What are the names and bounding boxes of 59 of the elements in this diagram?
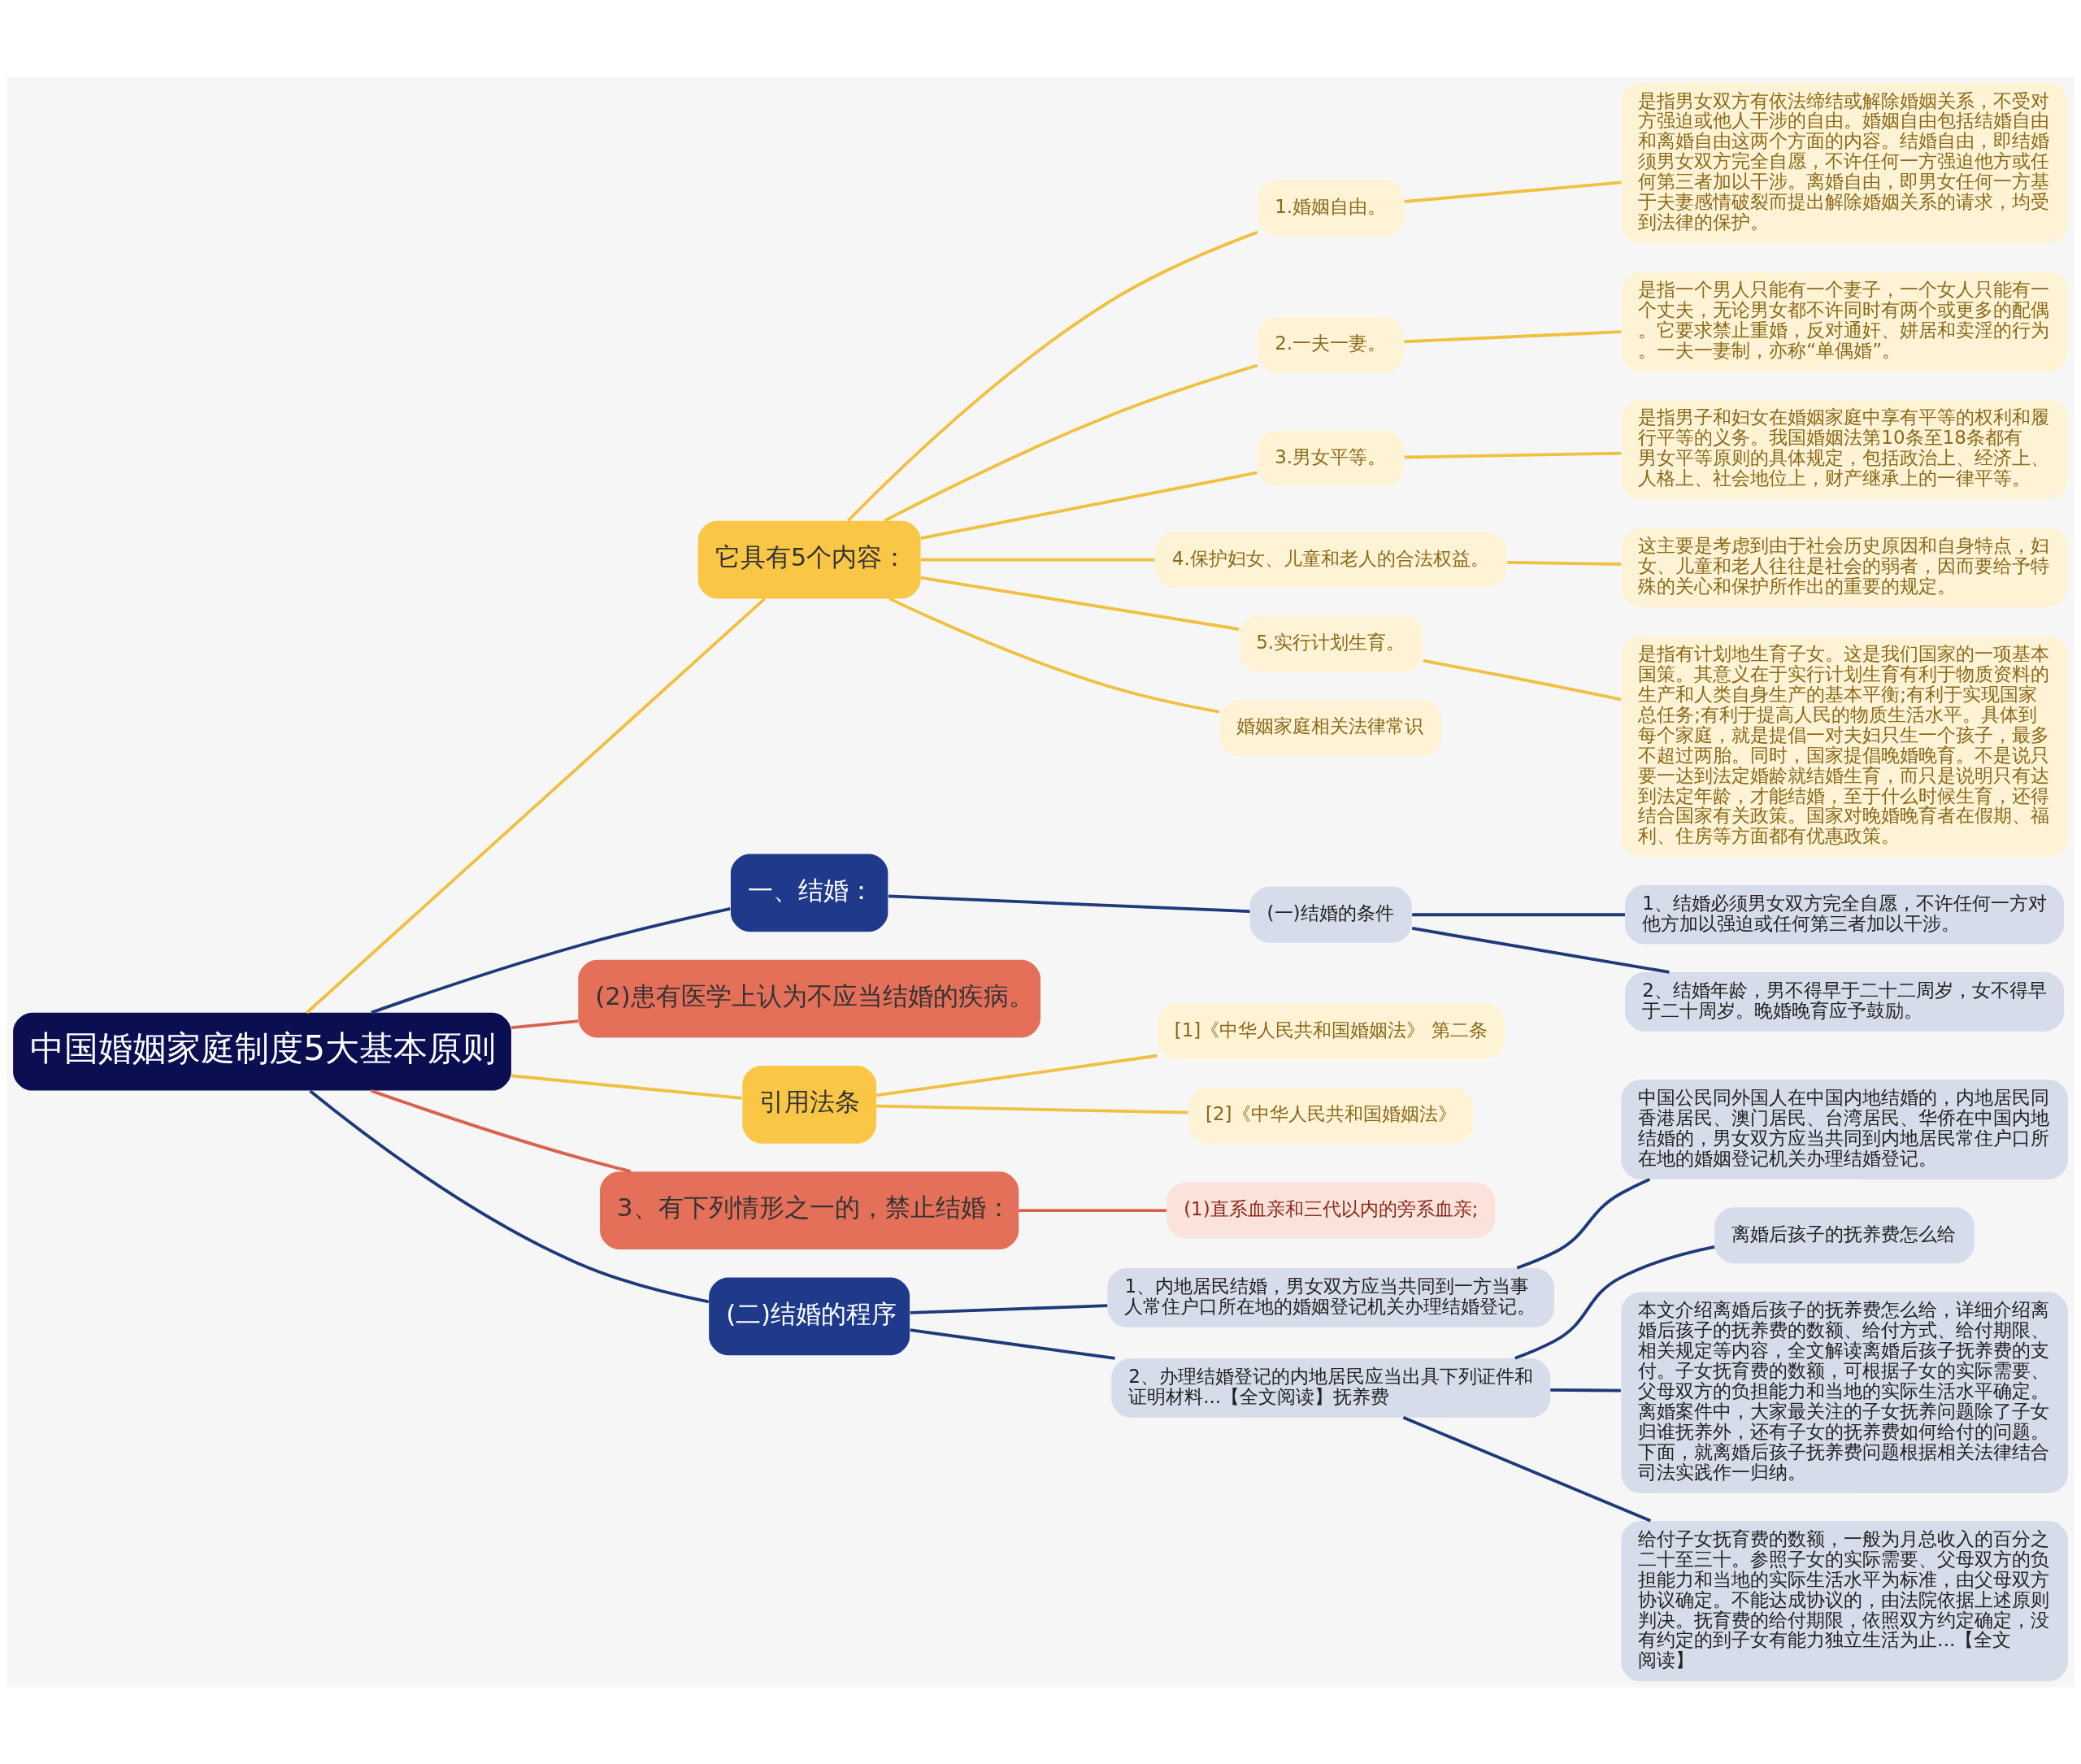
node-box: 婚姻家庭相关法律常识 xyxy=(1219,699,1443,756)
node-box: 是指一个男人只能有一个妻子，一个女人只能有一个丈夫，无论男女都不许同时有两个或更多的配偶。它要求禁止重婚，反对通奸、姘居和卖淫的行为。一夫一妻制，亦称“单偶婚”。 xyxy=(1621,272,2068,371)
node-box: 它具有5个内容： xyxy=(697,520,921,599)
connector xyxy=(1550,1388,1621,1393)
node-box: 一、结婚： xyxy=(730,854,888,932)
node-box: [2]《中华人民共和国婚姻法》 xyxy=(1188,1087,1474,1144)
connector xyxy=(306,597,766,1015)
node-box: 是指男女双方有依法缔结或解除婚姻关系，不受对方强迫或他人干涉的自由。婚姻自由包括结婚自由和离婚自由这两个方面的内容。结婚自由，即结婚须男女双方完全自愿，不许任何一方强迫他方或任何第三者加以干涉。离婚自由，即男女任何一方基于夫妻感情破裂而提出解除婚姻关系的请求，均受到法律的保护。 xyxy=(1621,82,2068,243)
node-box: (一)结婚的条件 xyxy=(1249,886,1412,943)
connector xyxy=(920,576,1240,631)
connector xyxy=(309,1089,710,1304)
node-box: 2、结婚年龄，男不得早于二十二周岁，女不得早于二十周岁。晚婚晚育应予鼓励。 xyxy=(1625,972,2065,1032)
node-box: 5.实行计划生育。 xyxy=(1239,615,1423,672)
node-box: 1.婚姻自由。 xyxy=(1258,180,1405,237)
connector xyxy=(1423,658,1622,702)
connector xyxy=(371,1089,632,1173)
node-box: 离婚后孩子的抚养费怎么给 xyxy=(1714,1207,1975,1264)
node-box: 1、内地居民结婚，男女双方应当共同到一方当事人常住户口所在地的婚姻登记机关办理结婚登记。 xyxy=(1107,1267,1554,1327)
connector xyxy=(876,1104,1188,1114)
node-box: 3、有下列情形之一的，禁止结婚： xyxy=(600,1171,1019,1249)
node-box: 3.男女平等。 xyxy=(1258,430,1405,487)
connector xyxy=(1019,1209,1166,1212)
node-box: 中国公民同外国人在中国内地结婚的，内地居民同香港居民、澳门居民、台湾居民、华侨在中国内地结婚的，男女双方应当共同到内地居民常住户口所在地的婚姻登记机关办理结婚登记。 xyxy=(1621,1080,2068,1180)
node-box: (1)直系血亲和三代以内的旁系血亲; xyxy=(1166,1182,1496,1239)
connector xyxy=(1411,927,1670,974)
node-box: (2)患有医学上认为不应当结婚的疾病。 xyxy=(578,959,1040,1038)
connector xyxy=(888,597,1220,714)
connector xyxy=(1412,913,1625,917)
node-box: [1]《中华人民共和国婚姻法》 第二条 xyxy=(1157,1003,1505,1060)
connector xyxy=(884,363,1258,523)
connector xyxy=(1507,560,1621,566)
connector xyxy=(1514,1245,1715,1360)
connector xyxy=(876,1054,1158,1097)
node-box: 2.一夫一妻。 xyxy=(1258,316,1405,373)
node-box: 引用法条 xyxy=(742,1065,876,1144)
connector xyxy=(910,1328,1115,1360)
connector xyxy=(1404,330,1622,344)
node-box: 2、办理结婚登记的内地居民应当出具下列证件和证明材料...【全文阅读】抚养费 xyxy=(1111,1358,1551,1418)
connector xyxy=(910,1304,1108,1314)
connector xyxy=(846,230,1258,522)
connector xyxy=(1404,180,1622,203)
connector xyxy=(1404,451,1622,459)
node-box: 是指有计划地生育子女。这是我们国家的一项基本国策。其意义在于实行计划生育有利于物质资料的生产和人类自身生产的基本平衡;有利于实现国家总任务;有利于提高人民的物质生活水平。具体到每个家庭，就是提倡一对夫妇只生一个孩子，最多不超过两胎。同时，国家提倡晚婚晚育。不是说只要一达到法定婚龄就结婚生育，而只是说明只有达到法定年龄，才能结婚，至于什么时候生育，还得结合国家有关政策。国家对晚婚晚育者在假期、福利、住房等方面都有优惠政策。 xyxy=(1621,636,2068,858)
node-box: 这主要是考虑到由于社会历史原因和自身特点，妇女、儿童和老人往往是社会的弱者，因而要给予特殊的关心和保护所作出的重要的规定。 xyxy=(1621,528,2068,607)
node-box: 是指男子和妇女在婚姻家庭中享有平等的权利和履行平等的义务。我国婚姻法第10条至18条都有男女平等原则的具体规定，包括政治上、经济上、人格上、社会地位上，财产继承上的一律平等。 xyxy=(1621,399,2068,499)
node-box: (二)结婚的程序 xyxy=(709,1277,910,1356)
node-box: 4.保护妇女、儿童和老人的合法权益。 xyxy=(1154,532,1507,589)
node-box: 给付子女抚育费的数额，一般为月总收入的百分之二十至三十。参照子女的实际需要、父母双方的负担能力和当地的实际生活水平为标准，由父母双方协议确定。不能达成协议的，由法院依据上述原则判决。抚育费的给付期限，依照双方约定确定，没有约定的到子女有能力独立生活为止...【全文阅读】 xyxy=(1621,1521,2068,1682)
connector xyxy=(888,894,1250,914)
connector xyxy=(920,558,1155,562)
connector xyxy=(511,1074,742,1100)
connector xyxy=(1516,1178,1651,1270)
node-box: 1、结婚必须男女双方完全自愿，不许任何一方对他方加以强迫或任何第三者加以干涉。 xyxy=(1625,884,2065,945)
connector xyxy=(511,1019,579,1029)
connector xyxy=(920,471,1258,541)
node-box: 中国婚姻家庭制度5大基本原则 xyxy=(13,1012,511,1091)
connector xyxy=(1402,1416,1652,1523)
node-box: 本文介绍离婚后孩子的抚养费怎么给，详细介绍离婚后孩子的抚养费的数额、给付方式、给付期限、相关规定等内容，全文解读离婚后孩子抚养费的支付。子女抚育费的数额，可根据子女的实际需要、父母双方的负担能力和当地的实际生活水平确定。离婚案件中，大家最关注的子女抚养问题除了子女归谁抚养外，还有子女的抚养费如何给付的问题。下面，就离婚后孩子抚养费问题根据相关法律结合司法实践作一归纳。 xyxy=(1621,1292,2068,1493)
connector xyxy=(371,907,731,1015)
